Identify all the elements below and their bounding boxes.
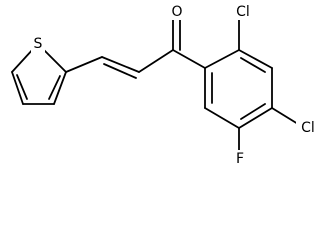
chlorine-ortho-label: Cl xyxy=(236,4,250,20)
bond-s-c2 xyxy=(41,47,67,73)
benzene-ring xyxy=(204,49,273,129)
double-bond-c4-c5 xyxy=(16,74,28,100)
bond-thienyl-ca xyxy=(65,56,103,73)
bond-c4-c5 xyxy=(11,71,24,105)
fluorine-label: F xyxy=(236,151,244,167)
double-bond-c2-c3 xyxy=(48,75,61,100)
enone-chain xyxy=(65,19,206,79)
bond-c2-c3 xyxy=(53,71,67,105)
bond-ar5-ar6 xyxy=(204,107,240,129)
double-bond-ar4-ar5 xyxy=(240,103,266,120)
thiophene-ring xyxy=(11,47,67,105)
bond-ca-cb xyxy=(101,56,140,73)
oxygen-label: O xyxy=(171,4,182,20)
double-bond-ar2-ar3 xyxy=(240,57,266,73)
bond-ar1-ar2 xyxy=(204,49,240,69)
molecule-structure: S O Cl Cl F xyxy=(11,3,320,168)
chlorine-para-label: Cl xyxy=(301,120,315,136)
bond-c5-s xyxy=(11,47,35,73)
bond-ar2-ar3 xyxy=(238,49,273,69)
atom-labels: S O Cl Cl F xyxy=(31,3,320,168)
bond-ar4-chlorine xyxy=(271,107,299,125)
sulfur-label: S xyxy=(34,36,43,52)
double-bond-ca-cb xyxy=(103,63,137,79)
bond-cb-carbonyl xyxy=(138,49,174,73)
bond-carbonyl-aryl xyxy=(172,49,206,69)
bond-ar4-ar5 xyxy=(238,107,273,129)
